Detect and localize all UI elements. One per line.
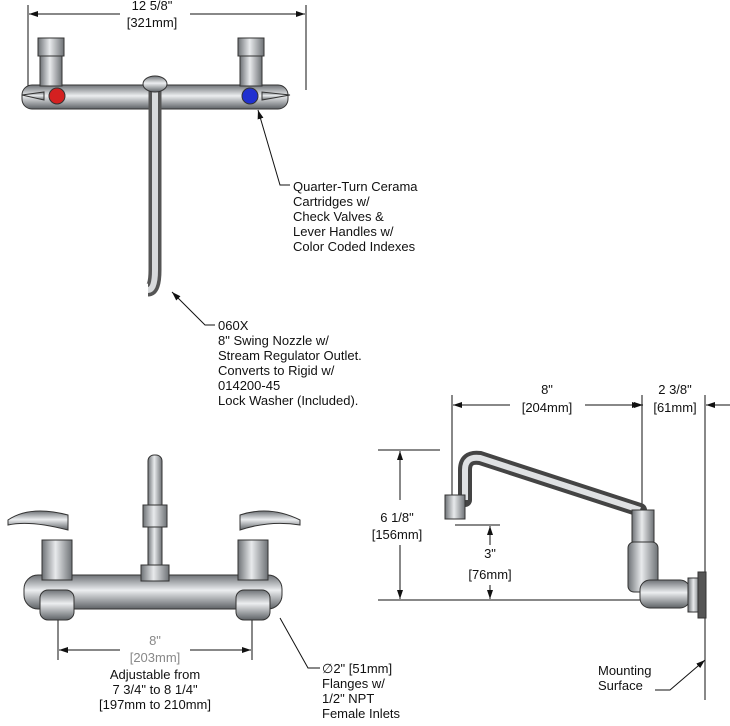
callout-line: 014200-45 bbox=[218, 378, 281, 393]
offset-dim-metric: [61mm] bbox=[653, 400, 697, 415]
outlet-dim-metric: [76mm] bbox=[468, 567, 512, 582]
note-line: [197mm to 210mm] bbox=[99, 697, 211, 712]
callout-line: 1/2" NPT bbox=[322, 691, 375, 706]
height-dim: 6 1/8" bbox=[380, 510, 414, 525]
outlet-dim: 3" bbox=[484, 546, 496, 561]
adjustable-note: Adjustable from 7 3/4" to 8 1/4" [197mm … bbox=[99, 667, 211, 712]
hot-index-icon bbox=[48, 87, 66, 105]
note-line: Adjustable from bbox=[109, 667, 201, 682]
callout-line: Color Coded Indexes bbox=[293, 239, 416, 254]
callout-line: Lever Handles w/ bbox=[293, 224, 394, 239]
note-line: 7 3/4" to 8 1/4" bbox=[112, 682, 198, 697]
width-dim-metric: [321mm] bbox=[126, 15, 178, 30]
callout-line: Female Inlets bbox=[322, 706, 401, 721]
reach-dim-metric: [204mm] bbox=[521, 400, 573, 415]
nozzle-callout: 060X 8" Swing Nozzle w/ Stream Regulator… bbox=[218, 318, 362, 408]
callout-line: Check Valves & bbox=[293, 209, 384, 224]
mounting-surface-label: Mounting Surface bbox=[598, 663, 651, 693]
reach-dim: 8" bbox=[541, 382, 553, 397]
callout-line: Quarter-Turn Cerama bbox=[293, 179, 418, 194]
callout-line: 8" Swing Nozzle w/ bbox=[218, 333, 329, 348]
callout-line: ∅2" [51mm] bbox=[322, 661, 393, 676]
offset-dim: 2 3/8" bbox=[658, 382, 692, 397]
callout-line: Lock Washer (Included). bbox=[218, 393, 359, 408]
callout-line: 060X bbox=[218, 318, 249, 333]
cold-index-icon bbox=[241, 87, 259, 105]
dimension-lines bbox=[27, 5, 730, 700]
label-line: Mounting bbox=[598, 663, 652, 678]
flange-callout: ∅2" [51mm] Flanges w/ 1/2" NPT Female In… bbox=[322, 661, 400, 721]
label-line: Surface bbox=[598, 678, 643, 693]
height-dim-metric: [156mm] bbox=[371, 527, 423, 542]
front-view-faucet bbox=[7, 454, 301, 621]
callout-line: Converts to Rigid w/ bbox=[218, 363, 335, 378]
center-dim: 8" bbox=[149, 633, 161, 648]
center-dim-metric: [203mm] bbox=[129, 650, 181, 665]
width-dim: 12 5/8" bbox=[131, 0, 173, 13]
callout-line: Stream Regulator Outlet. bbox=[218, 348, 362, 363]
callout-line: Cartridges w/ bbox=[293, 194, 370, 209]
side-view-faucet bbox=[444, 450, 707, 619]
top-view-faucet bbox=[21, 37, 291, 297]
callout-line: Flanges w/ bbox=[322, 676, 385, 691]
cartridge-callout: Quarter-Turn Cerama Cartridges w/ Check … bbox=[293, 179, 418, 254]
